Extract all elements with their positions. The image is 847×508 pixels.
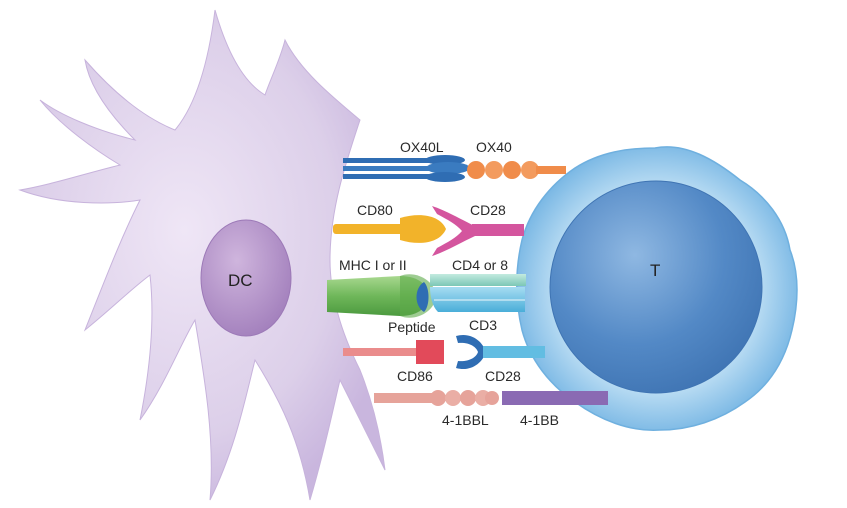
cd3-label: CD3	[469, 317, 497, 333]
4-1bbl-ligand	[374, 390, 499, 406]
cd28-top-label: CD28	[470, 202, 506, 218]
4-1bb-label: 4-1BB	[520, 412, 559, 428]
cd80-label: CD80	[357, 202, 393, 218]
ox40l-label: OX40L	[400, 139, 444, 155]
ox40l-ligand	[343, 155, 470, 182]
cd3-tcr-complex	[430, 287, 525, 312]
ox40-label: OX40	[476, 139, 512, 155]
dc-label: DC	[228, 271, 253, 290]
cd80-ligand	[333, 215, 446, 243]
cd86-label: CD86	[397, 368, 433, 384]
cd4-or-8-coreceptor	[430, 274, 526, 286]
cd4-or-8-label: CD4 or 8	[452, 257, 508, 273]
cd28-bottom-receptor	[456, 334, 545, 370]
4-1bb-receptor	[502, 391, 608, 405]
peptide	[416, 282, 429, 312]
4-1bbl-label: 4-1BBL	[442, 412, 489, 428]
t-cell-label: T	[650, 261, 660, 280]
dc-cell-body	[18, 9, 386, 501]
mhc-label: MHC I or II	[339, 257, 407, 273]
cd28-bottom-label: CD28	[485, 368, 521, 384]
cd86-ligand	[343, 340, 444, 364]
cd28-top-receptor	[432, 206, 524, 256]
dc-nucleus	[200, 219, 292, 337]
peptide-label: Peptide	[388, 319, 436, 335]
ox40-receptor	[467, 161, 566, 179]
t-cell-nucleus	[549, 180, 763, 394]
